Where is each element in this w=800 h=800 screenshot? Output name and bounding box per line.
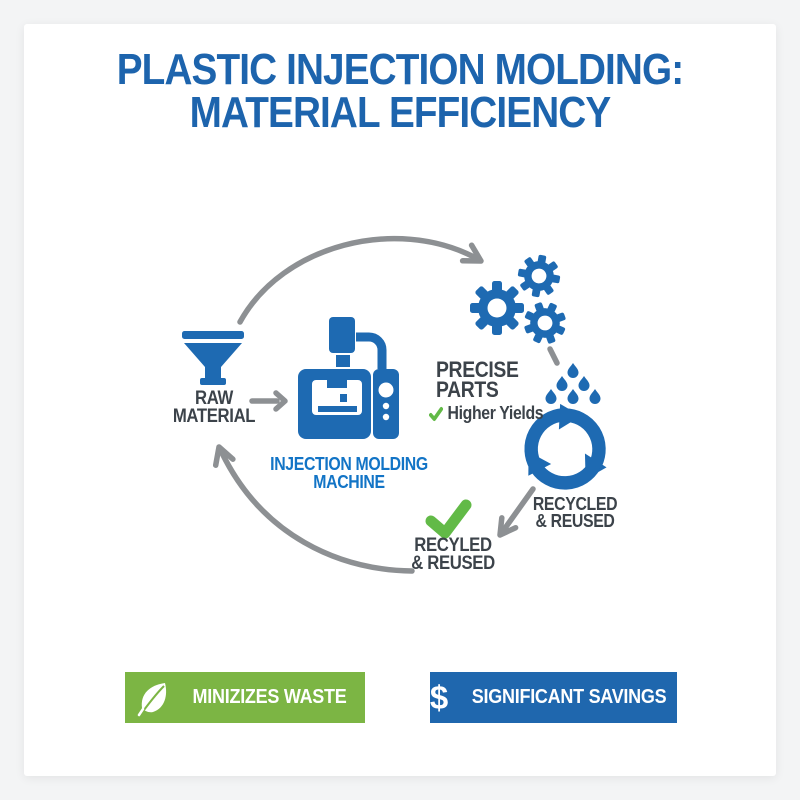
recycled-reused-right-label: RECYCLED & REUSED	[532, 494, 618, 531]
raw-material-line2: MATERIAL	[172, 406, 256, 427]
dollar-icon: $	[429, 679, 448, 716]
recycled-bottom-line2: & REUSED	[411, 553, 495, 574]
significant-savings-badge: $ SIGNIFICANT SAVINGS	[430, 672, 677, 723]
raw-material-label: RAW MATERIAL	[172, 388, 256, 427]
precise-line2: PARTS	[436, 377, 499, 402]
higher-yields-bullet: Higher Yields	[429, 403, 544, 424]
title-line1: PLASTIC INJECTION MOLDING:	[116, 45, 684, 94]
dash-connector	[547, 346, 560, 366]
check-icon-small	[429, 406, 444, 421]
precise-line1: PRECISE	[436, 357, 519, 382]
higher-yields-label: Higher Yields	[447, 403, 544, 423]
funnel-icon	[182, 331, 244, 385]
minimizes-waste-label: MINIZIZES WASTE	[192, 686, 347, 708]
significant-savings-label: SIGNIFICANT SAVINGS	[471, 686, 667, 708]
recyled-reused-bottom-label: RECYLED & REUSED	[411, 535, 495, 574]
check-icon-recycled	[425, 499, 472, 539]
minimizes-waste-badge: MINIZIZES WASTE	[125, 672, 365, 723]
leaf-icon	[137, 682, 167, 716]
machine-line2: MACHINE	[313, 472, 385, 492]
arrow-machine-to-parts	[237, 235, 484, 325]
arrow-recycle-to-check	[497, 486, 536, 538]
machine-line1: INJECTION MOLDING	[270, 454, 428, 474]
recycled-bottom-line1: RECYLED	[414, 535, 492, 556]
page-title: PLASTIC INJECTION MOLDING: MATERIAL EFFI…	[48, 45, 752, 137]
infographic-card	[24, 24, 776, 776]
title-line2: MATERIAL EFFICIENCY	[189, 88, 612, 137]
droplets-icon	[545, 363, 601, 404]
machine-label: INJECTION MOLDING MACHINE	[270, 455, 428, 491]
precise-parts-label: PRECISE PARTS	[436, 357, 519, 402]
gears-icon	[470, 251, 573, 351]
arrow-recycled-to-raw	[212, 444, 415, 574]
arrow-raw-to-machine	[249, 390, 288, 412]
raw-material-line1: RAW	[195, 388, 233, 409]
recycled-right-line1: RECYCLED	[532, 494, 618, 514]
recycled-right-line2: & REUSED	[535, 511, 615, 531]
injection-molding-machine-icon	[298, 317, 399, 439]
